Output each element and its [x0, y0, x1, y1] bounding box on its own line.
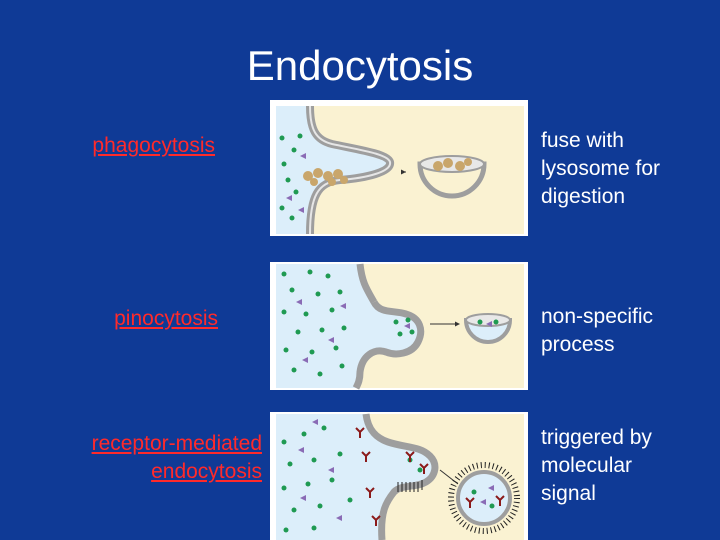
term-pinocytosis: pinocytosis — [40, 305, 218, 333]
receptor-mediated-panel — [270, 412, 528, 540]
term-receptor-mediated: receptor-mediated endocytosis — [30, 430, 262, 486]
desc-phagocytosis: fuse with lysosome for digestion — [541, 127, 660, 211]
phagocytosis-diagram-icon — [276, 105, 524, 235]
desc-line: non-specific — [541, 305, 654, 328]
desc-line: lysosome for — [541, 157, 661, 180]
pinocytosis-panel — [270, 262, 528, 390]
term-line: pinocytosis — [114, 307, 218, 330]
term-phagocytosis: phagocytosis — [92, 134, 215, 157]
desc-line: process — [541, 333, 615, 356]
pinocytosis-diagram-icon — [276, 263, 524, 390]
desc-line: fuse with — [541, 129, 624, 152]
desc-line: molecular — [541, 454, 633, 477]
slide-title: Endocytosis — [246, 42, 474, 89]
desc-line: digestion — [541, 185, 626, 208]
term-line: endocytosis — [151, 460, 262, 483]
desc-receptor-mediated: triggered by molecular signal — [541, 424, 652, 508]
phagocytosis-panel — [270, 100, 528, 236]
desc-line: triggered by — [541, 426, 652, 449]
desc-pinocytosis: non-specific process — [541, 303, 653, 359]
desc-line: signal — [541, 482, 596, 505]
receptor-mediated-diagram-icon — [276, 413, 524, 540]
term-line: receptor-mediated — [91, 432, 262, 455]
